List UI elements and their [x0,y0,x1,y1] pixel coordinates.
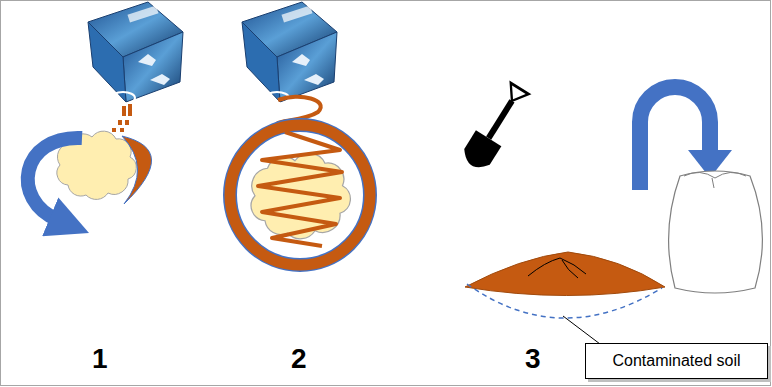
pile-shading [528,258,586,278]
absorbent-spiral [258,132,342,246]
step-number: 3 [525,345,541,373]
leader-line [563,316,600,344]
callout-text: Contaminated soil [612,352,740,370]
shovel-symbol [459,79,533,173]
absorbent-ring [230,125,370,265]
circling-arrow [28,138,82,220]
waste-bag [669,171,763,293]
soil-pile [465,252,665,296]
absorbent-ring-outline [230,125,370,265]
bag-tie [684,172,746,188]
pouring-granules [112,104,132,132]
absorbent-package [242,2,337,104]
absorbent-crescent [122,136,152,204]
callout-box: Contaminated soil [585,343,768,379]
step-number: 2 [291,345,307,373]
step-number: 1 [92,345,108,373]
absorbent-package [88,2,183,104]
contaminated-zone [467,284,662,318]
